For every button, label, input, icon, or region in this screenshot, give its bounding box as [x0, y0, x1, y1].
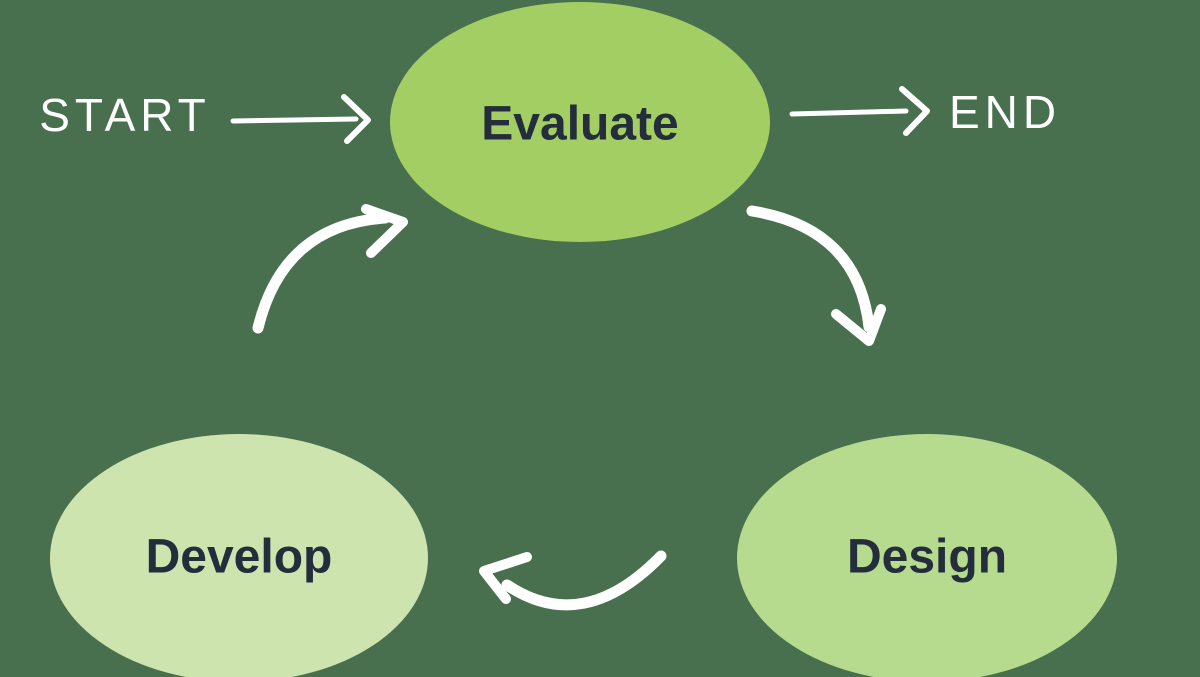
- node-develop: Develop: [50, 434, 428, 677]
- arrow-start-to-evaluate-head-icon: [341, 94, 371, 144]
- arrow-develop-to-evaluate: [252, 204, 408, 334]
- arrow-develop-to-evaluate-head-icon: [361, 204, 408, 258]
- arrow-evaluate-to-end: [789, 86, 930, 136]
- node-design: Design: [737, 434, 1117, 677]
- node-evaluate-label: Evaluate: [481, 98, 678, 151]
- arrow-evaluate-to-end-shaft: [789, 108, 909, 117]
- node-design-label: Design: [847, 531, 1007, 584]
- arrow-design-to-develop: [479, 550, 667, 611]
- arrow-evaluate-to-design-shaft: [746, 205, 875, 333]
- node-design-ellipse: [737, 434, 1117, 677]
- arrow-start-to-evaluate-shaft: [230, 116, 359, 124]
- node-develop-ellipse: [50, 434, 428, 677]
- start-label: START: [39, 89, 211, 141]
- node-evaluate: Evaluate: [390, 2, 770, 242]
- end-label: END: [949, 86, 1061, 138]
- arrow-evaluate-to-design: [746, 205, 886, 346]
- node-develop-label: Develop: [146, 531, 333, 584]
- arrow-evaluate-to-end-head-icon: [899, 86, 930, 136]
- arrow-develop-to-evaluate-shaft: [252, 212, 391, 334]
- arrow-design-to-develop-shaft: [501, 550, 667, 611]
- node-evaluate-ellipse: [390, 2, 770, 242]
- arrow-design-to-develop-head-icon: [479, 552, 532, 604]
- arrow-evaluate-to-design-head-icon: [831, 304, 886, 346]
- arrow-start-to-evaluate: [230, 94, 371, 144]
